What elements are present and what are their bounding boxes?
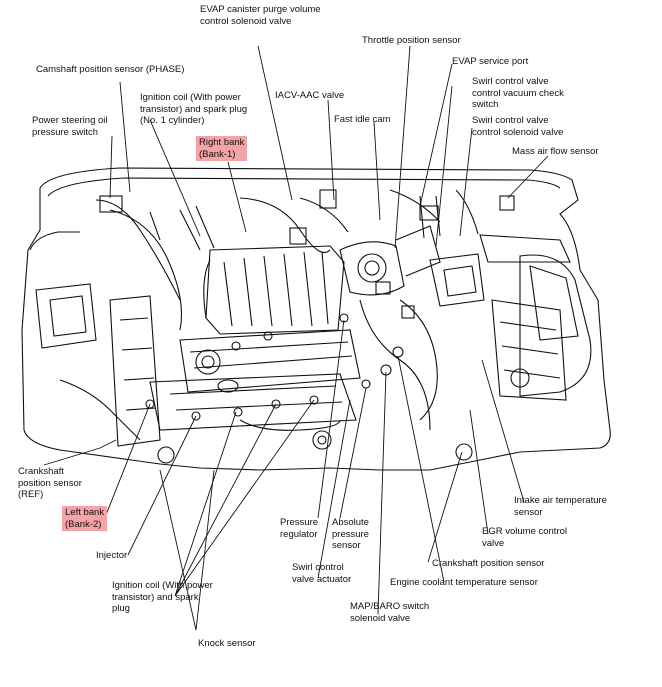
label-power-steering-switch: Power steering oil pressure switch (32, 115, 108, 138)
label-engine-coolant-temp-sensor: Engine coolant temperature sensor (390, 577, 538, 588)
label-evap-canister-purge-valve: EVAP canister purge volume control solen… (200, 4, 321, 27)
label-injector: Injector (96, 550, 128, 561)
label-pressure-regulator: Pressure regulator (280, 517, 319, 540)
label-map-baro-switch-solenoid: MAP/BARO switch solenoid valve (350, 601, 430, 624)
label-knock-sensor: Knock sensor (198, 638, 256, 649)
label-mass-air-flow-sensor: Mass air flow sensor (512, 146, 599, 157)
label-ignition-coil-spark-plug: Ignition coil (With power transistor) an… (112, 580, 213, 614)
label-absolute-pressure-sensor: Absolute pressure sensor (332, 517, 369, 551)
label-iacv-aac-valve: IACV-AAC valve (275, 90, 345, 101)
label-left-bank: Left bank (Bank-2) (62, 506, 108, 531)
label-intake-air-temperature-sensor: Intake air temperature sensor (514, 495, 607, 518)
label-evap-service-port: EVAP service port (452, 56, 529, 67)
label-fast-idle-cam: Fast idle cam (334, 114, 391, 125)
engine-outline (21, 167, 611, 471)
label-throttle-position-sensor: Throttle position sensor (362, 35, 461, 46)
label-crankshaft-position-sensor-ref: Crankshaft position sensor (REF) (18, 466, 82, 500)
label-swirl-solenoid-valve: Swirl control valve control solenoid val… (472, 115, 564, 138)
label-swirl-control-valve-actuator: Swirl control valve actuator (292, 562, 352, 585)
label-egr-volume-control-valve: EGR volume control valve (482, 526, 568, 549)
label-crankshaft-position-sensor: Crankshaft position sensor (432, 558, 545, 569)
label-swirl-vacuum-check-switch: Swirl control valve control vacuum check… (472, 76, 564, 110)
label-right-bank: Right bank (Bank-1) (196, 136, 248, 161)
leader-lines (43, 45, 549, 631)
label-camshaft-position-sensor: Camshaft position sensor (PHASE) (36, 64, 185, 75)
label-ignition-coil-no1: Ignition coil (With power transistor) an… (140, 92, 248, 126)
